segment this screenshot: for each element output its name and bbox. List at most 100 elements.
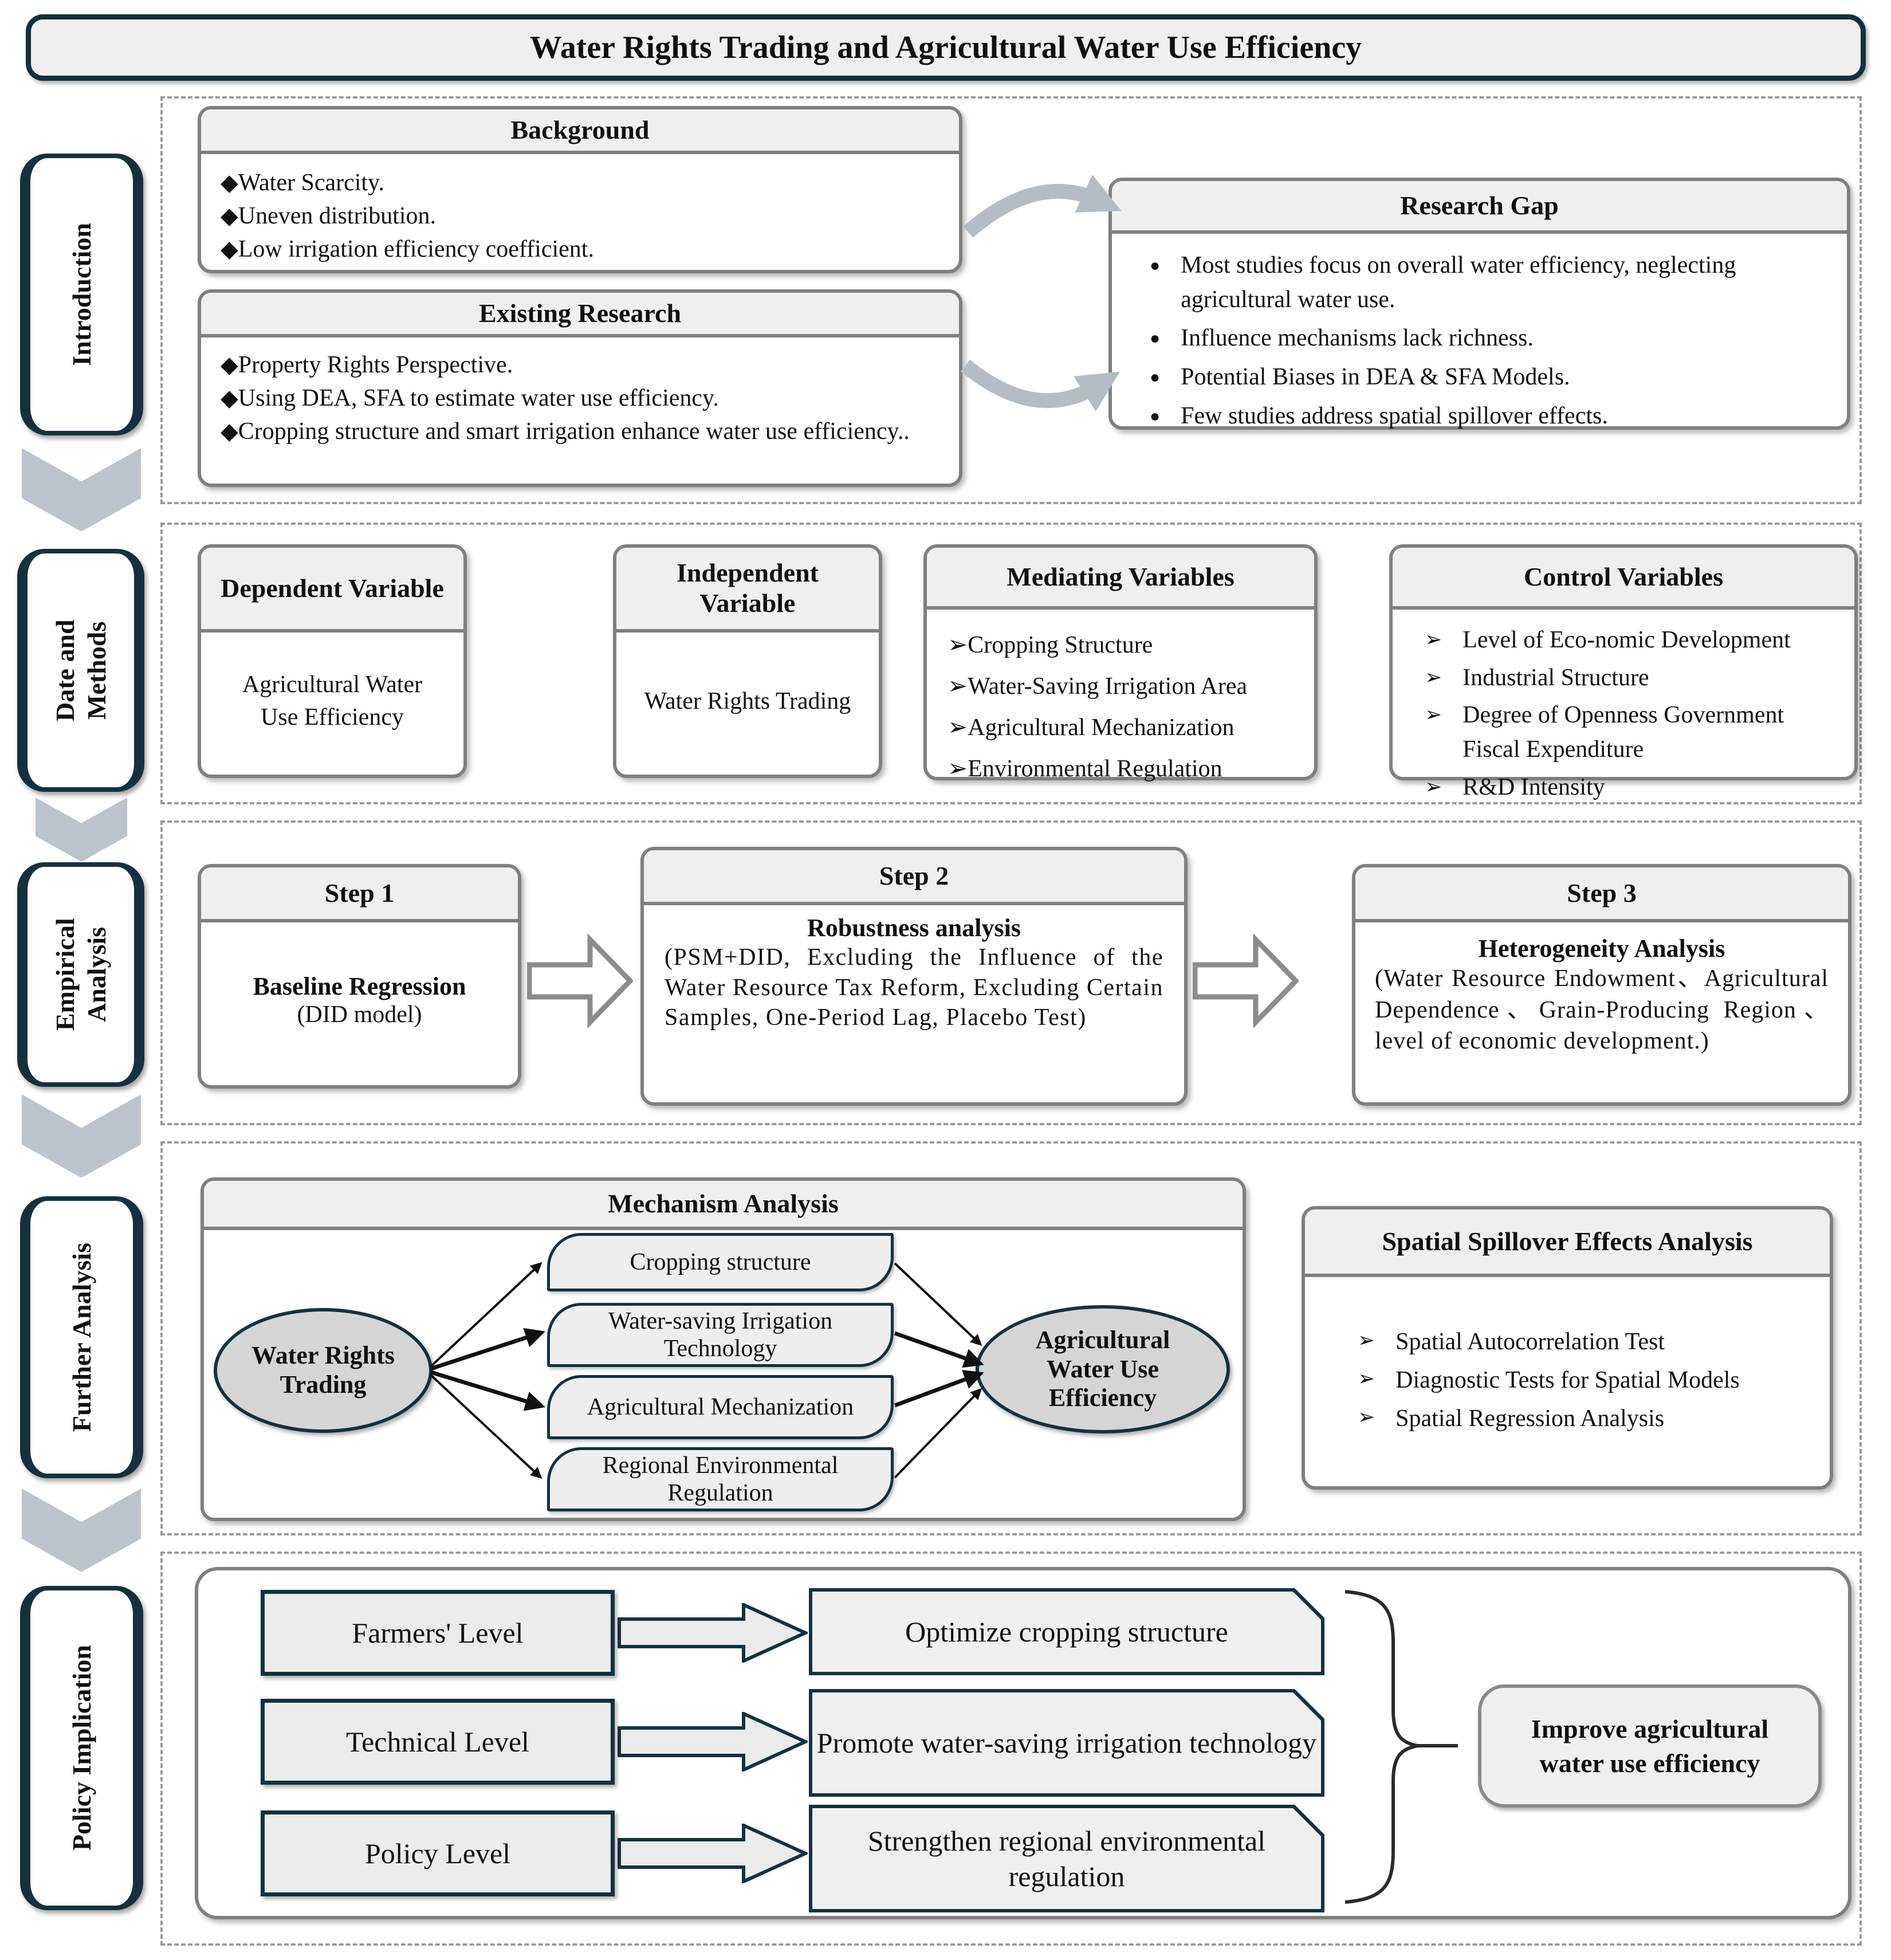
background-box: Background ◆Water Scarcity. ◆Uneven dist… [198, 106, 962, 273]
brace-icon [1344, 1590, 1458, 1904]
mechanism-arrows [430, 1262, 984, 1479]
arrow-bullet-icon: ➢ [1425, 665, 1442, 689]
step3-title: Step 3 [1355, 867, 1848, 922]
arrow-bullet-icon: ➢ [1425, 775, 1442, 798]
list-item: ➢Level of Eco-nomic Development [1425, 623, 1842, 658]
control-variables-title: Control Variables [1393, 548, 1854, 610]
list-item: ➢Industrial Structure [1425, 661, 1842, 696]
arrow-bullet-icon: ➢ [1358, 1329, 1375, 1352]
technical-level-box: Technical Level [261, 1699, 615, 1785]
arrow-bullet-icon: ➢ [948, 632, 968, 658]
promote-irrigation-box: Promote water-saving irrigation technolo… [809, 1689, 1324, 1797]
independent-variable-box: Independent Variable Water Rights Tradin… [613, 544, 882, 778]
right-arrow-icon [527, 933, 633, 1029]
list-item: ◆Uneven distribution. [221, 202, 437, 229]
diamond-bullet-icon: ◆ [221, 384, 238, 411]
sidebar-item-further-analysis: Further Analysis [20, 1196, 143, 1478]
section-further-frame [160, 1141, 1862, 1535]
existing-research-title: Existing Research [201, 293, 959, 337]
list-item: ●Few studies address spatial spillover e… [1150, 399, 1824, 434]
control-variables-box: Control Variables ➢Level of Eco-nomic De… [1389, 544, 1858, 800]
list-item: ●Most studies focus on overall water eff… [1150, 249, 1824, 317]
mediator-box: Agricultural Mechanization [547, 1375, 894, 1439]
list-item: ➢Spatial Regression Analysis [1358, 1401, 1813, 1437]
list-item: ●Influence mechanisms lack richness. [1150, 321, 1824, 356]
diamond-bullet-icon: ◆ [221, 202, 238, 229]
list-item: ➢Water-Saving Irrigation Area [948, 673, 1248, 700]
arrow-bullet-icon: ➢ [1358, 1367, 1375, 1390]
diamond-bullet-icon: ◆ [221, 418, 238, 444]
dot-bullet-icon: ● [1150, 407, 1161, 426]
list-item: ➢Agricultural Mechanization [948, 714, 1235, 741]
list-item: ◆Cropping structure and smart irrigation… [221, 418, 910, 445]
step2-box: Step 2 Robustness analysis (PSM+DID, Exc… [640, 847, 1188, 1106]
step3-heading: Heterogeneity Analysis [1478, 934, 1725, 963]
diamond-bullet-icon: ◆ [221, 352, 238, 378]
section-empirical-frame [160, 820, 1862, 1125]
chevron-down-icon [22, 1488, 141, 1572]
arrow-bullet-icon: ➢ [948, 673, 968, 700]
dependent-variable-title: Dependent Variable [201, 548, 463, 633]
research-gap-box: Research Gap ●Most studies focus on over… [1108, 178, 1850, 430]
arrow-bullet-icon: ➢ [948, 755, 968, 782]
step1-box: Step 1 Baseline Regression (DID model) [198, 864, 521, 1089]
right-arrow-icon [618, 1712, 808, 1772]
curved-arrow-icon [963, 174, 1122, 238]
step2-title: Step 2 [644, 850, 1184, 905]
arrow-bullet-icon: ➢ [948, 714, 968, 741]
chevron-down-icon [36, 798, 127, 862]
sidebar-item-policy-implication: Policy Implication [20, 1586, 143, 1910]
list-item: ◆Low irrigation efficiency coefficient. [221, 235, 594, 262]
optimize-cropping-box: Optimize cropping structure [809, 1588, 1324, 1675]
list-item: ●Potential Biases in DEA & SFA Models. [1150, 360, 1824, 395]
sidebar-label: Empirical Analysis [50, 918, 111, 1031]
sidebar-label: Policy Implication [66, 1645, 96, 1851]
step2-heading: Robustness analysis [807, 914, 1021, 942]
sidebar-label: Further Analysis [66, 1242, 96, 1432]
step1-heading: Baseline Regression [253, 972, 466, 1000]
mediator-box: Cropping structure [547, 1233, 894, 1291]
list-item: ◆Property Rights Perspective. [221, 352, 513, 378]
arrow-bullet-icon: ➢ [1425, 703, 1442, 726]
policy-level-box: Policy Level [261, 1810, 615, 1896]
arrow-bullet-icon: ➢ [1358, 1405, 1375, 1428]
background-title: Background [201, 109, 959, 154]
mechanism-analysis-title: Mechanism Analysis [204, 1181, 1243, 1230]
agricultural-water-use-efficiency-ellipse: Agricultural Water Use Efficiency [976, 1305, 1230, 1433]
spatial-spillover-box: Spatial Spillover Effects Analysis ➢Spat… [1302, 1206, 1833, 1490]
arrow-bullet-icon: ➢ [1425, 628, 1442, 651]
right-arrow-icon [618, 1603, 808, 1663]
chevron-down-icon [22, 1094, 141, 1178]
list-item: ➢Environmental Regulation [948, 755, 1222, 782]
improve-outcome-box: Improve agricultural water use efficienc… [1478, 1684, 1822, 1808]
step1-title: Step 1 [201, 867, 518, 922]
list-item: ➢R&D Intensity [1425, 771, 1842, 805]
step3-box: Step 3 Heterogeneity Analysis (Water Res… [1352, 864, 1851, 1106]
mediator-box: Regional Environmental Regulation [547, 1447, 894, 1511]
dependent-variable-value: Agricultural Water Use Efficiency [242, 671, 423, 730]
water-rights-trading-ellipse: Water Rights Trading [214, 1308, 433, 1433]
chevron-down-icon [22, 448, 141, 532]
section-methods-frame [160, 523, 1862, 804]
diamond-bullet-icon: ◆ [221, 235, 238, 262]
dot-bullet-icon: ● [1150, 368, 1161, 387]
dot-bullet-icon: ● [1150, 329, 1161, 348]
independent-variable-value: Water Rights Trading [644, 688, 851, 714]
dot-bullet-icon: ● [1150, 256, 1161, 275]
step1-body: (DID model) [297, 1001, 422, 1028]
diamond-bullet-icon: ◆ [221, 170, 238, 195]
list-item: ◆Water Scarcity. [221, 170, 384, 196]
list-item: ➢Spatial Autocorrelation Test [1358, 1324, 1813, 1360]
sidebar-label: Date and Methods [50, 619, 111, 721]
sidebar-label: Introduction [66, 223, 96, 366]
mediating-variables-title: Mediating Variables [927, 548, 1314, 610]
farmers-level-box: Farmers' Level [261, 1590, 615, 1676]
list-item: ➢Diagnostic Tests for Spatial Models [1358, 1362, 1813, 1399]
step3-body: (Water Resource Endowment、Agricultural D… [1375, 965, 1829, 1055]
mediator-box: Water-saving Irrigation Technology [547, 1303, 894, 1367]
sidebar-item-introduction: Introduction [20, 154, 143, 435]
sidebar-item-empirical-analysis: Empirical Analysis [17, 862, 144, 1087]
list-item: ◆Using DEA, SFA to estimate water use ef… [221, 384, 719, 411]
strengthen-regulation-box: Strengthen regional environmental regula… [809, 1805, 1324, 1912]
